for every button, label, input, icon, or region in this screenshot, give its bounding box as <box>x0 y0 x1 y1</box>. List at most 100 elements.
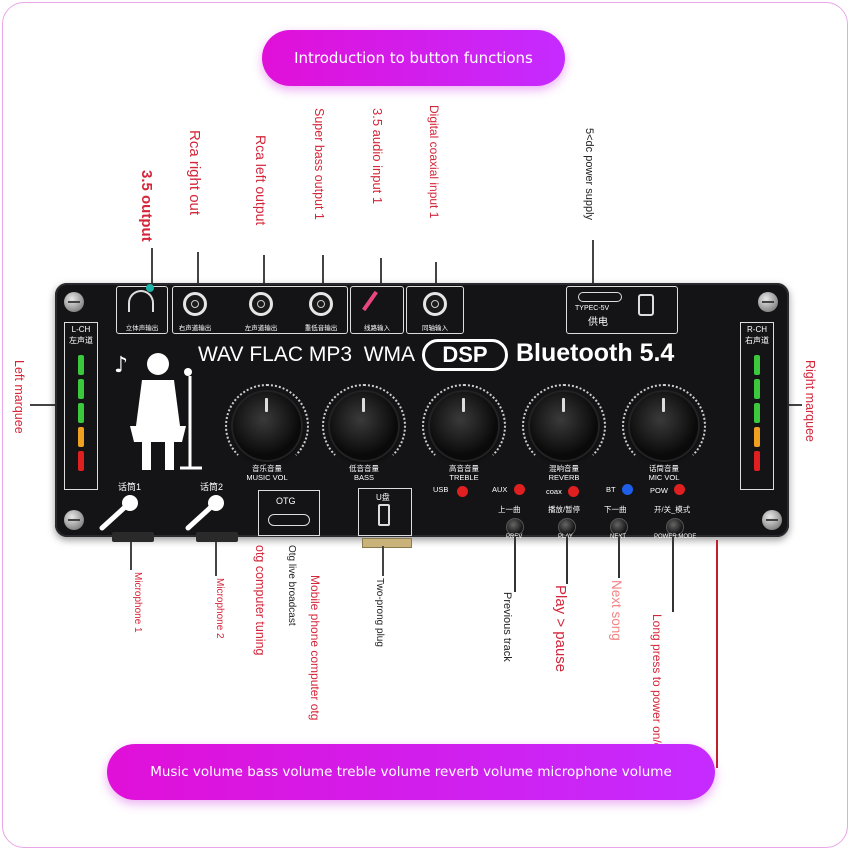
pointer-line <box>215 542 217 576</box>
microphone-icon <box>185 495 224 531</box>
usb-port[interactable] <box>362 538 412 548</box>
typec-box <box>566 286 678 334</box>
callout-coax-in: Digital coaxial input 1 <box>427 105 441 219</box>
led-red <box>78 451 84 471</box>
headphone-icon <box>128 290 154 312</box>
screw <box>64 510 84 530</box>
pointer-line <box>151 248 153 288</box>
coax-indicator <box>568 486 579 497</box>
led-orange <box>754 427 760 447</box>
callout-otg-tuning: otg computer tuning <box>253 545 267 656</box>
usb-drive-icon <box>378 504 390 526</box>
pow-indicator <box>674 484 685 495</box>
rca-right-jack[interactable] <box>183 292 207 316</box>
jack-box-coax <box>406 286 464 334</box>
mic1-jack[interactable] <box>112 532 154 542</box>
led-green <box>754 379 760 399</box>
pointer-line <box>618 536 620 578</box>
treble-knob[interactable] <box>422 384 506 468</box>
screw <box>64 292 84 312</box>
svg-text:♪: ♪ <box>114 353 128 378</box>
typec-port[interactable] <box>578 292 622 302</box>
udisk-label: U盘 <box>376 493 390 502</box>
knob-cn: 低音音量 <box>349 464 379 473</box>
right-channel-meter: R-CH 右声道 <box>740 322 774 490</box>
bt-indicator <box>622 484 633 495</box>
callout-audio-in: 3.5 audio input 1 <box>370 108 385 205</box>
singer-icon: ♪ <box>114 353 202 470</box>
volume-banner-text: Music volume bass volume treble volume r… <box>150 764 672 780</box>
play-pause-button[interactable] <box>558 518 576 536</box>
udisk-box <box>358 488 412 536</box>
music-volume-knob[interactable] <box>225 384 309 468</box>
pointer-line <box>672 536 674 612</box>
knob-en: TREBLE <box>449 473 479 482</box>
callout-left-marquee: Left marquee <box>12 360 26 434</box>
play-cn: 播放/暂停 <box>548 505 581 514</box>
reverb-knob[interactable] <box>522 384 606 468</box>
otg-port[interactable] <box>268 514 310 526</box>
bluetooth-text: Bluetooth 5.4 <box>516 339 675 367</box>
jack-label: 右声道输出 <box>178 325 212 332</box>
callout-next-song: Next song <box>609 580 624 641</box>
led-green <box>78 403 84 423</box>
typec-cn: 供电 <box>588 317 608 328</box>
jack-box-line <box>350 286 404 334</box>
coax-jack[interactable] <box>423 292 447 316</box>
pointer-line <box>382 546 384 576</box>
usb-label: USB <box>433 485 449 494</box>
led-green <box>78 379 84 399</box>
callout-rca-right: Rca right out <box>186 130 203 216</box>
pointer-line <box>263 255 265 288</box>
bt-label: BT <box>606 485 616 494</box>
formats-text: WAV FLAC MP3 WMA <box>198 343 416 366</box>
pointer-line <box>566 536 568 584</box>
screw <box>762 510 782 530</box>
callout-rca-left: Rca left output <box>253 135 269 226</box>
jack-label: 重低音输出 <box>304 325 338 332</box>
prev-cn: 上一曲 <box>498 505 521 514</box>
headphone-jack-accent <box>146 284 154 292</box>
power-en: POWER MODE <box>654 534 697 540</box>
jack-box-stereo <box>116 286 168 334</box>
typec-label: TYPEC-5V <box>575 305 610 312</box>
callout-right-marquee: Right marquee <box>803 360 817 442</box>
power-plug-icon <box>638 294 654 316</box>
aux-indicator <box>514 484 525 495</box>
mic2-label: 话筒2 <box>200 482 224 492</box>
volume-banner: Music volume bass volume treble volume r… <box>107 744 715 800</box>
prev-button[interactable] <box>506 518 524 536</box>
title-banner: Introduction to button functions <box>262 30 565 86</box>
microphone-icon <box>99 495 138 531</box>
knob-cn: 音乐音量 <box>252 464 282 473</box>
rca-left-jack[interactable] <box>249 292 273 316</box>
rch-label: R-CH <box>747 325 767 334</box>
pointer-line <box>592 240 594 288</box>
power-cn: 开/关_模式 <box>654 505 691 514</box>
jack-label: 立体声输出 <box>125 325 159 332</box>
callout-out35: 3.5 output <box>138 170 155 242</box>
otg-box <box>258 490 320 536</box>
next-button[interactable] <box>610 518 628 536</box>
rch-cn-label: 右声道 <box>745 336 769 345</box>
power-mode-button[interactable] <box>666 518 684 536</box>
callout-mic1: Microphone 1 <box>132 572 143 633</box>
mic2-jack[interactable] <box>196 532 238 542</box>
knob-cn: 高音音量 <box>449 464 479 473</box>
knob-cn: 混响音量 <box>549 464 579 473</box>
aux-label: AUX <box>492 485 508 494</box>
callout-super-bass: Super bass output 1 <box>312 108 326 220</box>
coax-label: coax <box>546 487 562 496</box>
bass-knob[interactable] <box>322 384 406 468</box>
led-orange <box>78 427 84 447</box>
mic-volume-knob[interactable] <box>622 384 706 468</box>
led-red <box>754 451 760 471</box>
super-bass-jack[interactable] <box>309 292 333 316</box>
callout-power: 5<dc power supply <box>583 128 595 221</box>
knob-en: REVERB <box>548 473 580 482</box>
